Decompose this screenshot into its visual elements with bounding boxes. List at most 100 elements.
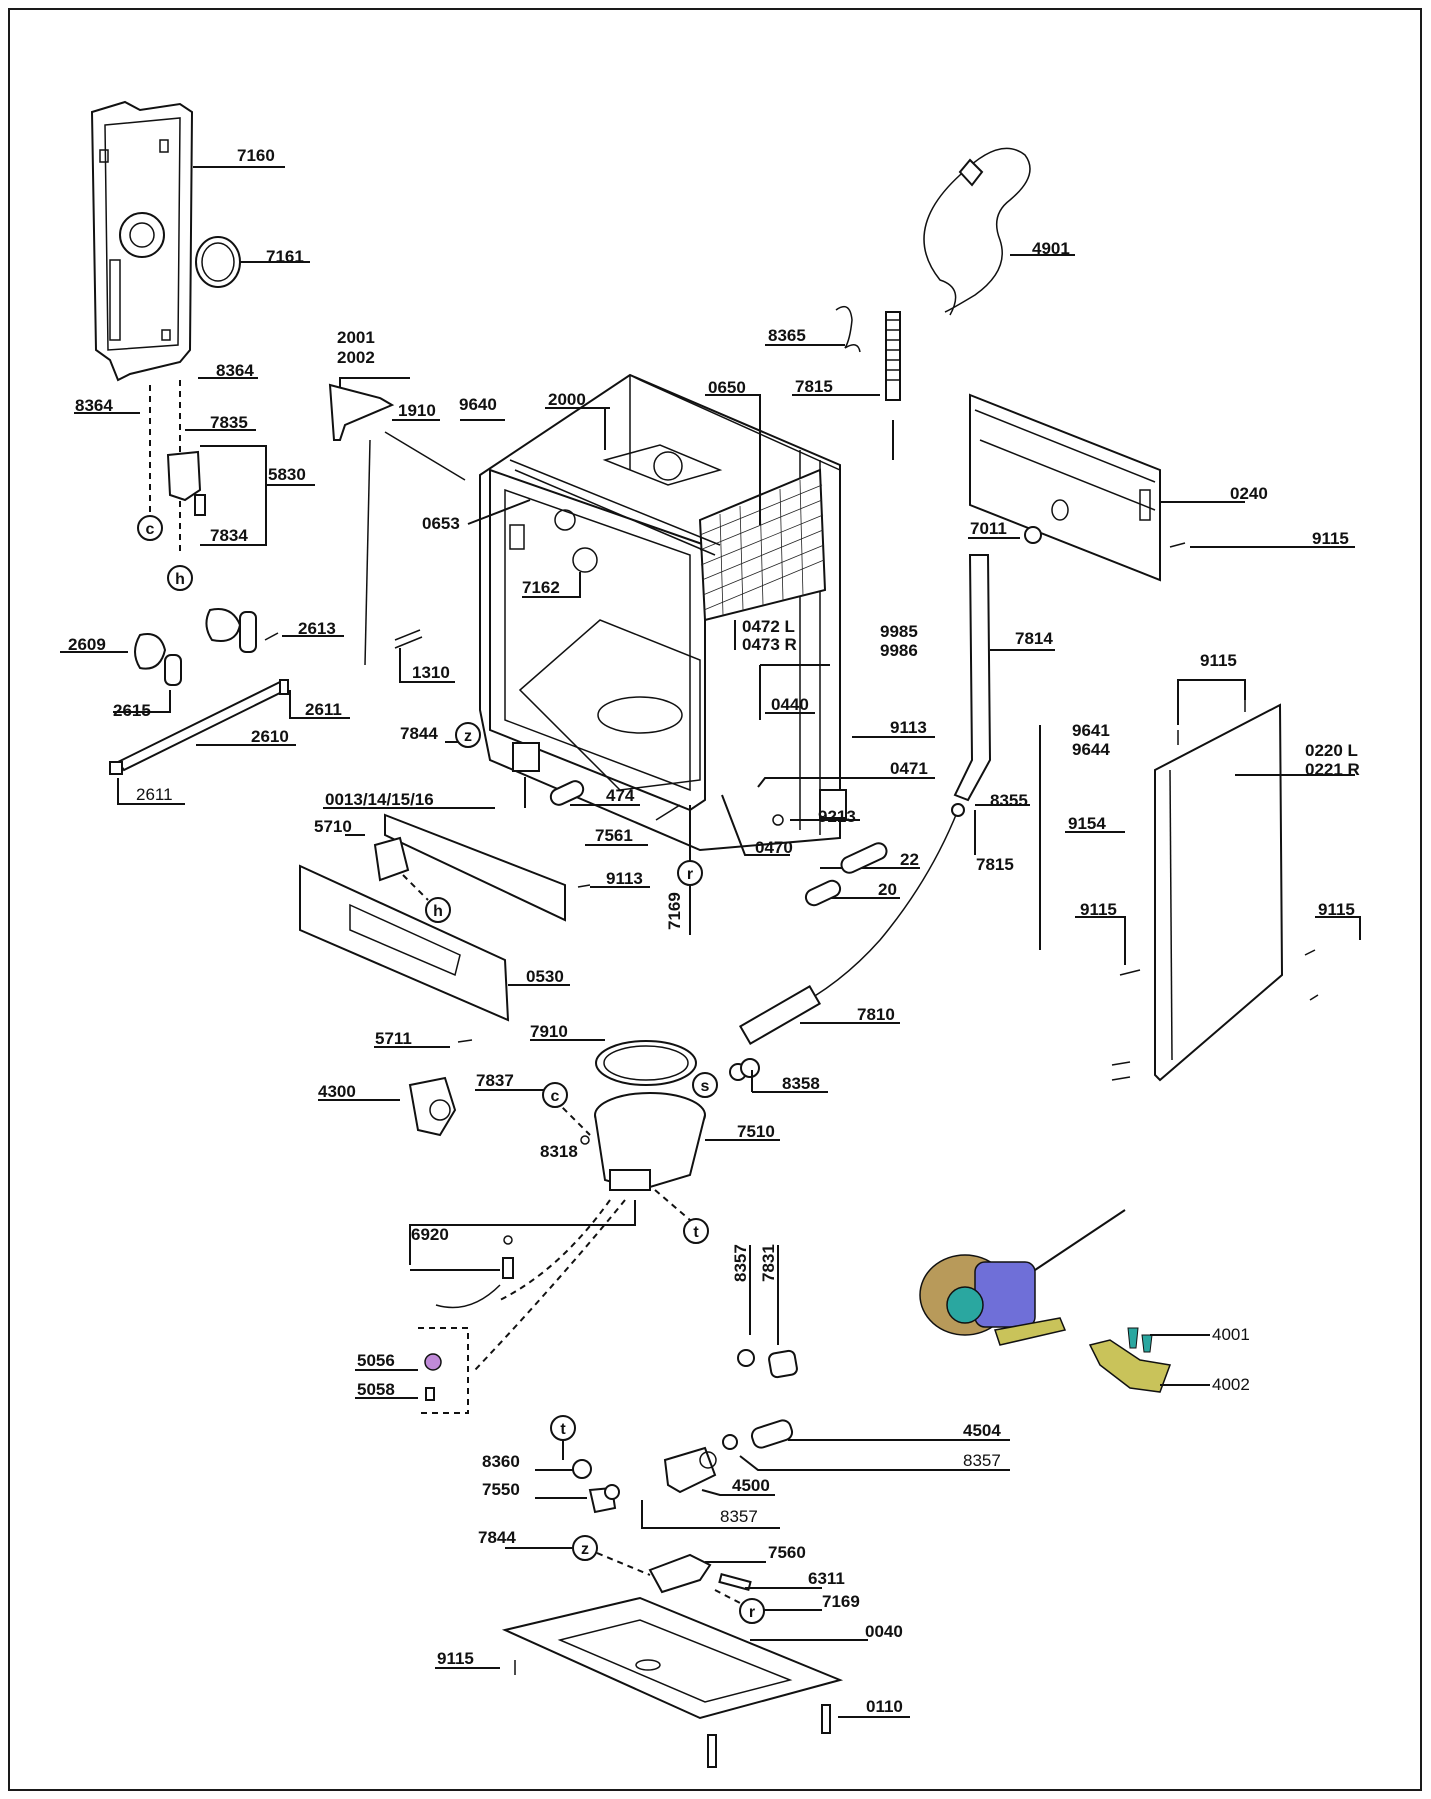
leader-8357c [641,1500,780,1529]
screw-9113b [577,884,591,888]
label-9644: 9644 [1072,740,1110,759]
ring-7011 [1024,526,1042,544]
dashed-r2 [714,1589,741,1604]
label-5710: 5710 [314,817,352,836]
oring-6920 [503,1235,513,1245]
marker-s-1: s [692,1072,718,1098]
tube-4504 [750,1419,794,1449]
label-4300: 4300 [318,1082,356,1101]
marker-z-1: z [455,722,481,748]
pump-4300 [408,1076,457,1137]
label-5058: 5058 [357,1380,395,1399]
marker-r-1: r [677,860,703,886]
clamp-8357c [604,1484,620,1500]
label-7837: 7837 [476,1071,514,1090]
leader-2611b [117,778,185,805]
leader-0650 [705,394,761,525]
label-0240: 0240 [1230,484,1268,503]
label-9640: 9640 [459,395,497,414]
label-20: 20 [878,880,897,899]
dashed-link-6920 [499,1199,611,1301]
leader-0471 [757,777,935,788]
wire-6920 [435,1284,501,1309]
leader-4500 [701,1489,775,1496]
label-7810: 7810 [857,1005,895,1024]
leader-2611a [289,690,350,719]
label-0530: 0530 [526,967,564,986]
float-switch-7560 [648,1553,712,1594]
svg-text:c: c [551,1088,560,1105]
label-2611a: 2611 [305,700,342,719]
svg-text:z: z [464,728,472,745]
leader-0653 [467,499,531,525]
hose-7814 [953,554,992,802]
marker-r-2: r [739,1598,765,1624]
seal-7910 [595,1040,697,1086]
label-2000: 2000 [548,390,586,409]
bracket-4002 [1088,1339,1172,1393]
bracket-8365 [835,305,861,353]
label-7835: 7835 [210,413,248,432]
label-22: 22 [900,850,919,869]
leader-7162 [522,572,581,598]
dashed-link-c2 [554,1099,591,1136]
label-8364b: 8364 [75,396,113,415]
label-0653: 0653 [422,514,460,533]
label-7561: 7561 [595,826,633,845]
hose-7815 [885,311,901,401]
clamp-8357a [737,1349,755,1367]
sump-7510 [594,1092,706,1192]
label-9113b: 9113 [606,869,643,888]
gasket-ring [195,236,241,288]
screw-5711 [457,1039,473,1043]
hose-end-7810 [738,984,822,1046]
box-5056 [418,1327,469,1414]
svg-text:r: r [749,1604,755,1621]
seal-7910-inner [603,1045,689,1081]
svg-text:r: r [687,866,693,883]
hinge-parts-2609-2615 [134,608,279,686]
leader-8357b [739,1455,1010,1471]
label-0473: 0473 R [742,635,797,654]
label-8364a: 8364 [216,361,254,380]
label-8358: 8358 [782,1074,820,1093]
label-2615: 2615 [113,701,151,720]
clamp-8355 [951,803,965,817]
label-7169a: 7169 [665,892,684,930]
screw-7561 [655,804,681,821]
label-6311: 6311 [808,1569,845,1588]
part-labels: 7160 7161 8364 8364 7835 5830 7834 2001 … [68,146,1360,1716]
svg-text:h: h [175,571,185,588]
label-2613: 2613 [298,619,336,638]
tubes-20-22 [549,780,888,907]
leader-9115c [1075,916,1126,965]
sensor-6920 [502,1257,514,1279]
label-7161: 7161 [266,247,304,266]
marker-h-1: h [167,565,193,591]
dashed-z2 [596,1552,651,1576]
label-2609: 2609 [68,635,106,654]
screw-8318 [580,1135,590,1145]
label-0110: 0110 [866,1697,903,1716]
lock-5710 [373,836,410,882]
leader-1310 [399,648,455,683]
marker-z-2: z [572,1535,598,1561]
label-5056: 5056 [357,1351,395,1370]
label-9213: 9213 [818,807,856,826]
label-2002: 2002 [337,348,375,367]
label-8357b: 8357 [963,1451,1001,1470]
label-7831: 7831 [759,1244,778,1282]
label-7162: 7162 [522,578,560,597]
label-9641: 9641 [1072,721,1110,740]
label-8365: 8365 [768,326,806,345]
label-4002: 4002 [1212,1375,1250,1394]
drain-hose-7810 [789,809,959,1011]
door-cover-0530 [299,864,510,1022]
foot-0110b [707,1734,717,1768]
label-9115e: 9115 [437,1649,474,1668]
vent-parts [509,509,598,573]
cable-1310 [394,629,423,649]
door-seal-0653 [509,459,721,556]
label-0650: 0650 [708,378,746,397]
